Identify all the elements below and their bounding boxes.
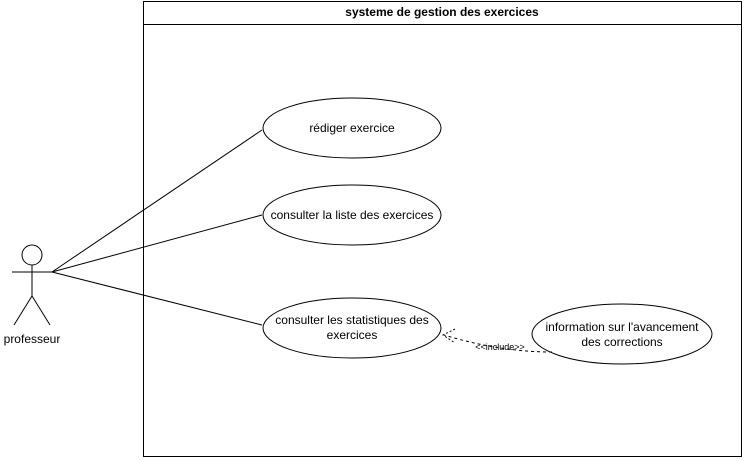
use-case-consulter-statistiques[interactable]: consulter les statistiques des exercices [262, 297, 442, 359]
system-title: systeme de gestion des exercices [345, 5, 539, 19]
use-case-label-line-1: consulter les statistiques des [275, 313, 428, 327]
use-case-label: consulter la liste des exercices [271, 208, 434, 222]
association-uc1 [51, 129, 263, 273]
system-boundary [143, 1, 742, 457]
use-case-rediger-exercice[interactable]: rédiger exercice [262, 97, 442, 159]
use-case-consulter-liste[interactable]: consulter la liste des exercices [262, 184, 442, 246]
use-case-ellipse [531, 303, 713, 365]
association-uc2 [51, 214, 263, 273]
actor-left-leg [13, 295, 33, 326]
use-case-ellipse [262, 97, 442, 159]
actor-head [21, 244, 43, 266]
include-label: <<include>> [475, 342, 525, 352]
use-case-information-avancement[interactable]: information sur l'avancement des correct… [531, 303, 713, 365]
actor-right-leg [31, 295, 51, 326]
actor-label: professeur [4, 332, 61, 346]
use-case-label-line-2: des corrections [581, 335, 662, 349]
include-dashed-line [443, 334, 553, 353]
include-relation: <<include>> [442, 328, 553, 353]
association-uc3 [51, 271, 263, 326]
use-case-label: rédiger exercice [309, 121, 395, 135]
use-case-ellipse [262, 184, 442, 246]
use-case-label-line-2: exercices [327, 328, 378, 342]
include-arrowhead [442, 328, 456, 344]
actor-professeur[interactable]: professeur [4, 244, 61, 346]
use-case-ellipse [262, 297, 442, 359]
use-case-label-line-1: information sur l'avancement [545, 320, 699, 334]
